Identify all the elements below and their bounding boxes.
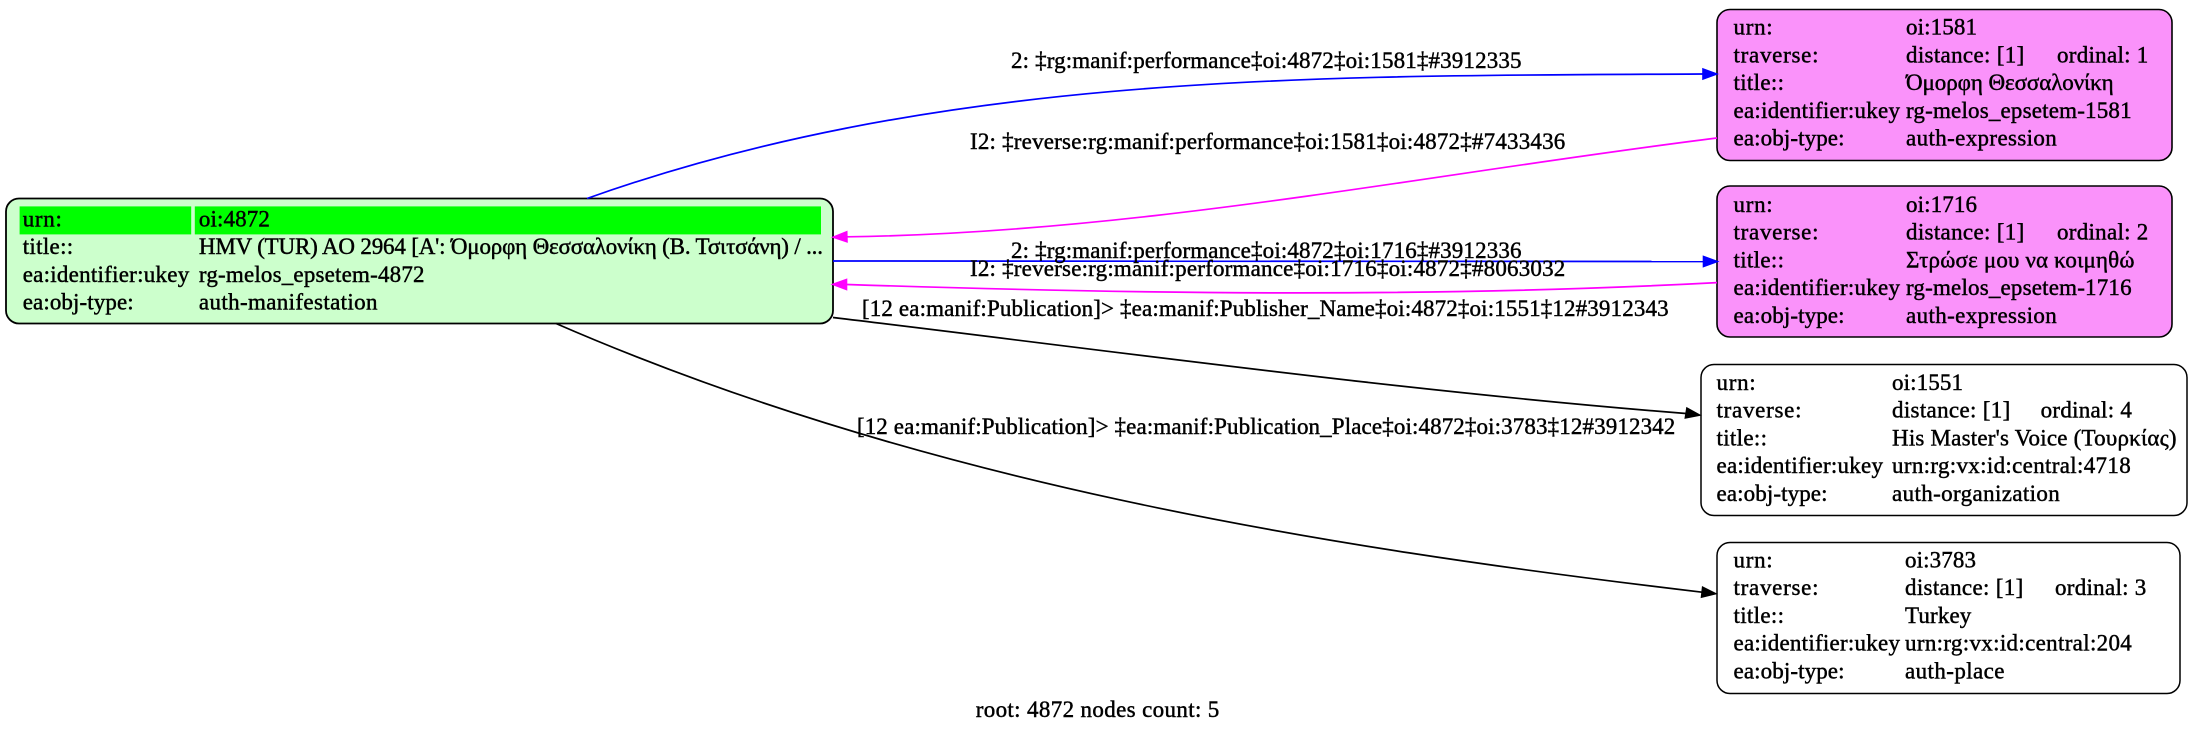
svg-text:urn:rg:vx:id:central:4718: urn:rg:vx:id:central:4718 [1892,453,2131,478]
svg-text:title::: title:: [1734,603,1785,628]
svg-text:traverse:: traverse: [1734,220,1819,245]
svg-text:rg-melos_epsetem-4872: rg-melos_epsetem-4872 [199,262,425,287]
svg-text:ea:identifier:ukey: ea:identifier:ukey [1734,275,1901,300]
svg-text:urn:rg:vx:id:central:204: urn:rg:vx:id:central:204 [1905,631,2132,656]
svg-text:ea:identifier:ukey: ea:identifier:ukey [23,262,190,287]
svg-text:root: 4872 nodes count: 5: root: 4872 nodes count: 5 [976,697,1220,722]
svg-text:HMV (TUR) AO 2964 [Α': Όμορφη: HMV (TUR) AO 2964 [Α': Όμορφη Θεσσαλονίκ… [199,234,823,259]
svg-text:ea:obj-type:: ea:obj-type: [23,290,134,315]
svg-text:ea:obj-type:: ea:obj-type: [1734,658,1845,683]
svg-text:auth-place: auth-place [1905,658,2005,683]
svg-text:ea:obj-type:: ea:obj-type: [1717,481,1828,506]
svg-text:title::: title:: [1717,425,1768,450]
svg-text:ea:obj-type:: ea:obj-type: [1734,126,1845,151]
svg-text:[12 ea:manif:Publication]> ‡ea: [12 ea:manif:Publication]> ‡ea:manif:Pub… [857,414,1675,439]
svg-text:I2: ‡reverse:rg:manif:performa: I2: ‡reverse:rg:manif:performance‡oi:171… [970,256,1565,281]
svg-text:rg-melos_epsetem-1716: rg-melos_epsetem-1716 [1906,275,2132,300]
svg-text:distance: [1]: distance: [1] [1892,398,2010,423]
svg-text:auth-manifestation: auth-manifestation [199,290,378,315]
svg-text:distance: [1]: distance: [1] [1906,220,2024,245]
svg-text:rg-melos_epsetem-1581: rg-melos_epsetem-1581 [1906,98,2132,123]
svg-text:Στρώσε μου να κοιμηθώ: Στρώσε μου να κοιμηθώ [1906,247,2135,272]
svg-text:urn:: urn: [1734,192,1773,217]
svg-text:ea:obj-type:: ea:obj-type: [1734,303,1845,328]
svg-text:urn:: urn: [23,207,62,232]
svg-text:ea:identifier:ukey: ea:identifier:ukey [1734,631,1901,656]
svg-text:auth-expression: auth-expression [1906,303,2057,328]
svg-text:title::: title:: [1734,70,1785,95]
svg-text:oi:3783: oi:3783 [1905,547,1976,572]
svg-text:title::: title:: [1734,247,1785,272]
svg-text:distance: [1]: distance: [1] [1906,42,2024,67]
svg-text:auth-expression: auth-expression [1906,126,2057,151]
svg-text:ordinal: 3: ordinal: 3 [2055,575,2146,600]
svg-text:ordinal: 1: ordinal: 1 [2057,42,2148,67]
svg-text:I2: ‡reverse:rg:manif:performa: I2: ‡reverse:rg:manif:performance‡oi:158… [970,129,1565,154]
svg-text:traverse:: traverse: [1717,398,1802,423]
svg-text:urn:: urn: [1717,370,1756,395]
svg-text:2: ‡rg:manif:performance‡oi:48: 2: ‡rg:manif:performance‡oi:4872‡oi:1716… [1011,238,1522,263]
svg-text:Turkey: Turkey [1905,603,1972,628]
svg-text:ea:identifier:ukey: ea:identifier:ukey [1734,98,1901,123]
svg-text:traverse:: traverse: [1734,42,1819,67]
svg-text:His Master's Voice (Τουρκίας): His Master's Voice (Τουρκίας) [1892,425,2177,450]
svg-text:ordinal: 2: ordinal: 2 [2057,220,2148,245]
svg-text:urn:: urn: [1734,15,1773,40]
svg-text:ea:identifier:ukey: ea:identifier:ukey [1717,453,1884,478]
svg-text:oi:4872: oi:4872 [199,207,270,232]
svg-text:ordinal: 4: ordinal: 4 [2041,398,2133,423]
svg-text:title::: title:: [23,234,73,259]
svg-text:oi:1551: oi:1551 [1892,370,1963,395]
svg-text:oi:1716: oi:1716 [1906,192,1977,217]
svg-text:traverse:: traverse: [1734,575,1819,600]
svg-text:Όμορφη Θεσσαλονίκη: Όμορφη Θεσσαλονίκη [1905,70,2114,95]
svg-text:oi:1581: oi:1581 [1906,15,1977,40]
svg-text:[12 ea:manif:Publication]> ‡ea: [12 ea:manif:Publication]> ‡ea:manif:Pub… [862,296,1669,321]
svg-text:distance: [1]: distance: [1] [1905,575,2023,600]
svg-text:2: ‡rg:manif:performance‡oi:48: 2: ‡rg:manif:performance‡oi:4872‡oi:1581… [1011,48,1522,73]
svg-text:auth-organization: auth-organization [1892,481,2060,506]
svg-text:urn:: urn: [1734,547,1773,572]
